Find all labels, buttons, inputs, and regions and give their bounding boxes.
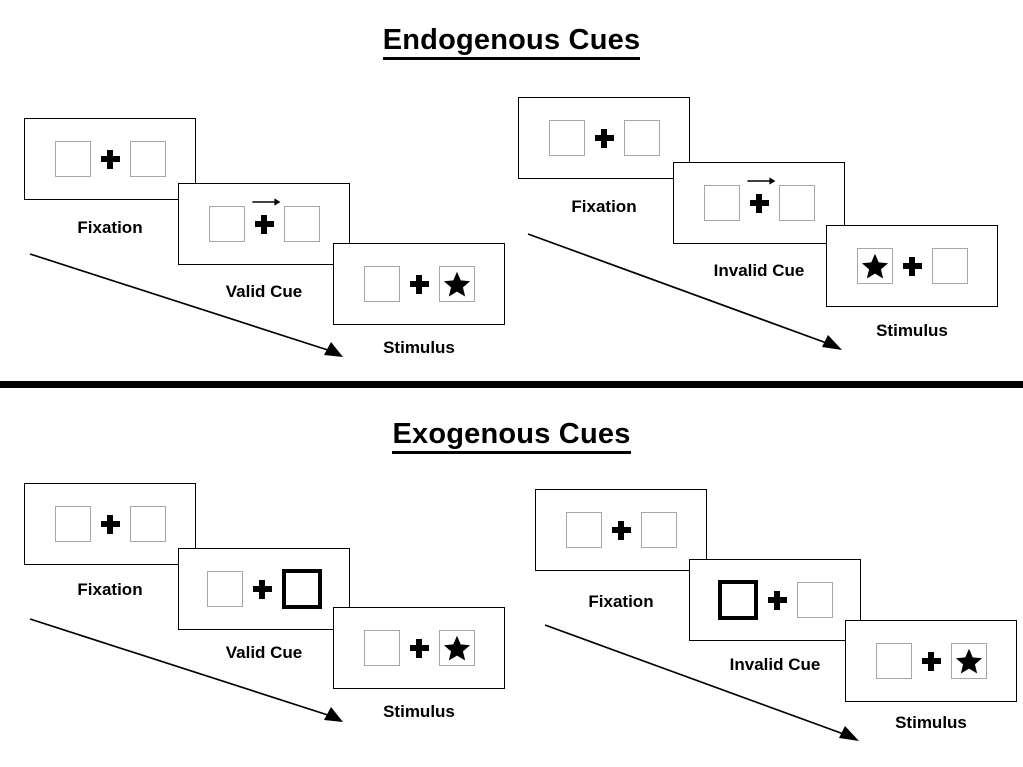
fixation-cross-icon [921, 651, 941, 671]
placeholder-box-right [129, 506, 166, 542]
fixation-cross-icon [749, 193, 769, 213]
placeholder-box-right [778, 185, 815, 221]
star-icon [443, 635, 470, 661]
fixation-cross-icon [409, 274, 429, 294]
placeholder-box-right-target [438, 630, 475, 666]
placeholder-box-right [931, 248, 968, 284]
section-title-exogenous-text: Exogenous Cues [392, 418, 631, 454]
placeholder-box-left [208, 206, 245, 242]
central-cue-group [747, 176, 776, 213]
arrow-right-icon [252, 197, 281, 206]
placeholder-box-right [129, 141, 166, 177]
fixation-cross-icon [409, 638, 429, 658]
panel-exogenous-valid-cue [178, 548, 350, 630]
placeholder-box-right-target [950, 643, 987, 679]
caption-endogenous-valid-cue: Valid Cue [225, 282, 303, 301]
section-title-endogenous-text: Endogenous Cues [382, 24, 641, 60]
section-divider [0, 381, 1023, 388]
placeholder-box-left-cued [717, 580, 758, 620]
caption-endogenous-invalid-stimulus: Stimulus [876, 321, 948, 340]
placeholder-box-right [796, 582, 833, 618]
panel-exogenous-invalid-fixation [535, 489, 707, 571]
fixation-cross-icon [100, 149, 120, 169]
placeholder-box-left-target [856, 248, 893, 284]
star-icon [955, 648, 982, 674]
placeholder-box-left [363, 266, 400, 302]
placeholder-box-right-cued [281, 569, 322, 609]
caption-endogenous-invalid-fixation: Fixation [571, 197, 637, 216]
caption-exogenous-valid-cue: Valid Cue [225, 643, 303, 662]
panel-endogenous-valid-cue [178, 183, 350, 265]
star-icon [443, 271, 470, 297]
time-arrow-exogenous-valid [29, 618, 343, 722]
fixation-cross-icon [252, 579, 272, 599]
placeholder-box-right [283, 206, 320, 242]
placeholder-box-right [623, 120, 660, 156]
panel-endogenous-invalid-cue [673, 162, 845, 244]
time-arrow-endogenous-invalid [527, 233, 842, 350]
placeholder-box-left [875, 643, 912, 679]
panel-exogenous-valid-fixation [24, 483, 196, 565]
panel-exogenous-invalid-cue [689, 559, 861, 641]
placeholder-box-left [54, 506, 91, 542]
arrow-right-icon [747, 176, 776, 185]
fixation-cross-icon [767, 590, 787, 610]
panel-endogenous-valid-fixation [24, 118, 196, 200]
caption-endogenous-invalid-cue: Invalid Cue [713, 261, 805, 280]
time-arrow-endogenous-valid [29, 253, 343, 357]
caption-endogenous-valid-stimulus: Stimulus [383, 338, 455, 357]
fixation-cross-icon [611, 520, 631, 540]
panel-endogenous-invalid-fixation [518, 97, 690, 179]
central-cue-group [252, 197, 281, 234]
placeholder-box-left [363, 630, 400, 666]
placeholder-box-left [565, 512, 602, 548]
panel-endogenous-invalid-stimulus [826, 225, 998, 307]
placeholder-box-right [640, 512, 677, 548]
caption-exogenous-invalid-stimulus: Stimulus [895, 713, 967, 732]
star-icon [861, 253, 888, 279]
caption-endogenous-valid-fixation: Fixation [77, 218, 143, 237]
placeholder-box-left [548, 120, 585, 156]
panel-endogenous-valid-stimulus [333, 243, 505, 325]
placeholder-box-left [54, 141, 91, 177]
caption-exogenous-invalid-cue: Invalid Cue [729, 655, 821, 674]
fixation-cross-icon [594, 128, 614, 148]
caption-exogenous-valid-fixation: Fixation [77, 580, 143, 599]
fixation-cross-icon [254, 214, 274, 234]
placeholder-box-right-target [438, 266, 475, 302]
section-title-exogenous: Exogenous Cues [0, 418, 1023, 454]
panel-exogenous-invalid-stimulus [845, 620, 1017, 702]
section-title-endogenous: Endogenous Cues [0, 24, 1023, 60]
fixation-cross-icon [902, 256, 922, 276]
caption-exogenous-invalid-fixation: Fixation [588, 592, 654, 611]
placeholder-box-left [206, 571, 243, 607]
caption-exogenous-valid-stimulus: Stimulus [383, 702, 455, 721]
panel-exogenous-valid-stimulus [333, 607, 505, 689]
placeholder-box-left [703, 185, 740, 221]
fixation-cross-icon [100, 514, 120, 534]
